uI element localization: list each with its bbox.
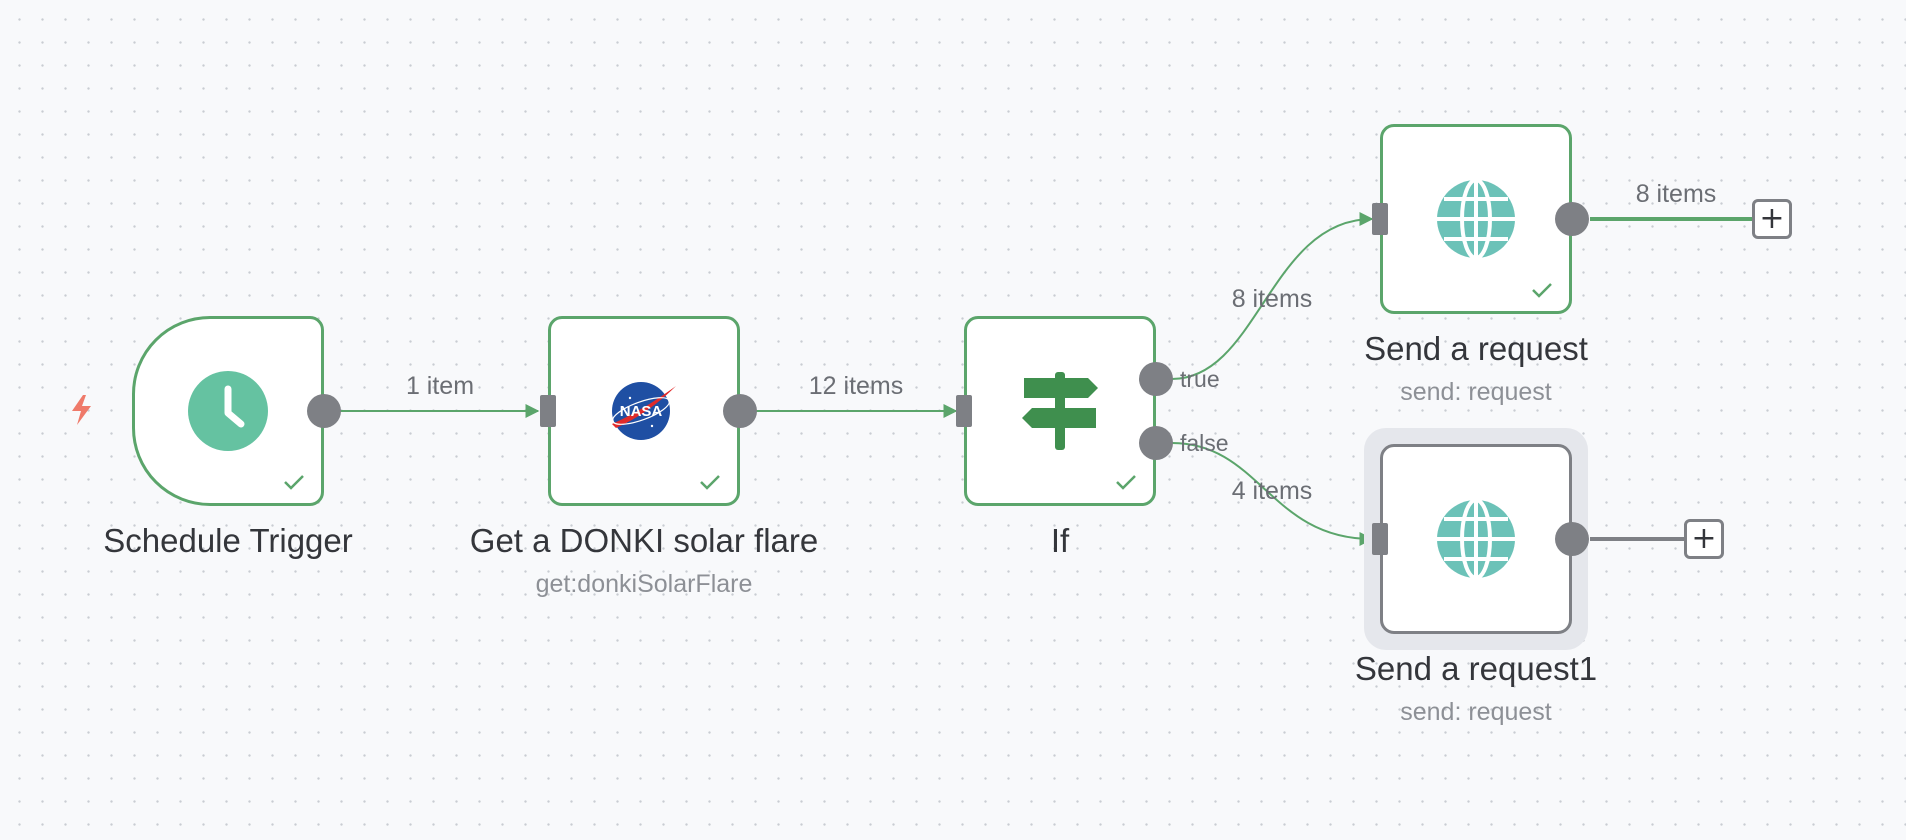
node-title-if: If xyxy=(1050,522,1070,559)
output-handle-send-a-request[interactable] xyxy=(1555,202,1589,236)
input-handle-send-a-request[interactable] xyxy=(1372,203,1388,235)
output-handle-nasa[interactable] xyxy=(723,394,757,428)
node-title-send-a-request1: Send a request1 xyxy=(1354,650,1598,687)
node-subtitle-send-a-request1: send: request xyxy=(1400,698,1552,726)
output-handle-if-true[interactable] xyxy=(1139,362,1173,396)
output-handle-if-false[interactable] xyxy=(1139,426,1173,460)
edge-label-if-true: 8 items xyxy=(1231,285,1313,313)
trigger-bolt-icon xyxy=(72,395,91,425)
branch-label-false: false xyxy=(1180,430,1229,456)
input-handle-send-a-request1[interactable] xyxy=(1372,523,1388,555)
node-get-donki-solar-flare[interactable]: NASA xyxy=(548,316,740,506)
node-subtitle-send-a-request: send: request xyxy=(1400,378,1552,406)
node-title-send-a-request: Send a request xyxy=(1364,330,1588,367)
node-title-nasa: Get a DONKI solar flare xyxy=(469,522,819,559)
success-check-icon xyxy=(1532,283,1552,298)
signpost-icon xyxy=(1022,372,1098,450)
output-handle-send-a-request1[interactable] xyxy=(1555,522,1589,556)
add-node-button-1[interactable]: + xyxy=(1684,519,1724,559)
add-node-button[interactable]: + xyxy=(1752,199,1792,239)
success-check-icon xyxy=(700,475,720,490)
edge-label-if-false: 4 items xyxy=(1231,477,1313,505)
success-check-icon xyxy=(1116,475,1136,490)
node-subtitle-nasa: get:donkiSolarFlare xyxy=(535,570,753,598)
input-handle-if[interactable] xyxy=(956,395,972,427)
edge-label-trigger-to-nasa: 1 item xyxy=(405,372,475,400)
branch-label-true: true xyxy=(1180,366,1220,392)
edge-label-nasa-to-if: 12 items xyxy=(808,372,904,400)
globe-icon xyxy=(1437,179,1515,259)
node-send-a-request[interactable] xyxy=(1380,124,1572,314)
edge-label-request-out: 8 items xyxy=(1635,180,1717,208)
clock-icon xyxy=(188,371,268,451)
svg-text:NASA: NASA xyxy=(620,403,663,420)
globe-icon xyxy=(1437,499,1515,579)
input-handle-nasa[interactable] xyxy=(540,395,556,427)
nasa-logo-icon: NASA xyxy=(612,382,676,440)
node-if[interactable] xyxy=(964,316,1156,506)
node-title-schedule-trigger: Schedule Trigger xyxy=(103,522,353,559)
output-handle-schedule-trigger[interactable] xyxy=(307,394,341,428)
node-send-a-request1[interactable] xyxy=(1380,444,1572,634)
success-check-icon xyxy=(284,475,304,490)
node-schedule-trigger[interactable] xyxy=(132,316,324,506)
